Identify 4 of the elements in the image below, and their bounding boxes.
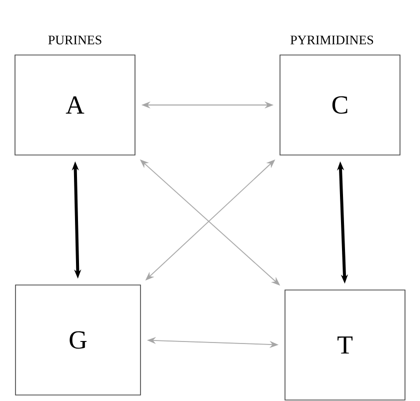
letter-box: G <box>15 284 141 396</box>
letter-box: C <box>280 54 400 156</box>
letter-box: T <box>284 290 406 400</box>
letter-box: A <box>14 54 136 156</box>
